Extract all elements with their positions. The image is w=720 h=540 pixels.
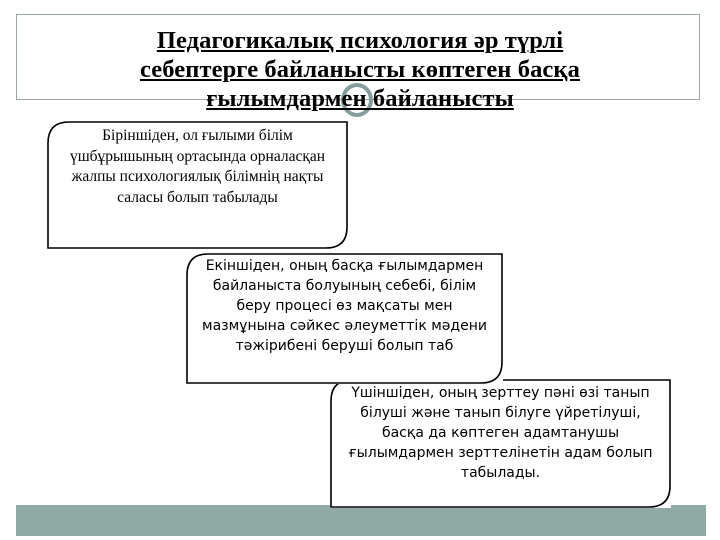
footer-decorative-band	[16, 505, 706, 536]
box-shape-outline	[186, 253, 503, 384]
content-box-first-text: Біріншіден, ол ғылыми білім үшбұрышының …	[69, 127, 326, 206]
content-box-first[interactable]: Біріншіден, ол ғылыми білім үшбұрышының …	[47, 121, 348, 249]
content-box-second-text: Екіншіден, оның басқа ғылымдармен байлан…	[202, 258, 487, 354]
title-line-2: себептерге байланысты көптеген басқа	[140, 56, 580, 83]
box-shape-outline	[47, 121, 348, 249]
title-line-3: ғылымдармен байланысты	[206, 85, 514, 112]
content-box-third[interactable]: Үшіншіден, оның зерттеу пәні өзі танып б…	[330, 379, 671, 508]
content-box-third-text: Үшіншіден, оның зерттеу пәні өзі танып б…	[348, 385, 653, 481]
slide-title: Педагогикалық психология әр түрлі себепт…	[40, 26, 680, 113]
decorative-ring-icon	[341, 83, 373, 117]
content-box-second[interactable]: Екіншіден, оның басқа ғылымдармен байлан…	[186, 253, 503, 384]
title-line-1: Педагогикалық психология әр түрлі	[156, 27, 564, 54]
